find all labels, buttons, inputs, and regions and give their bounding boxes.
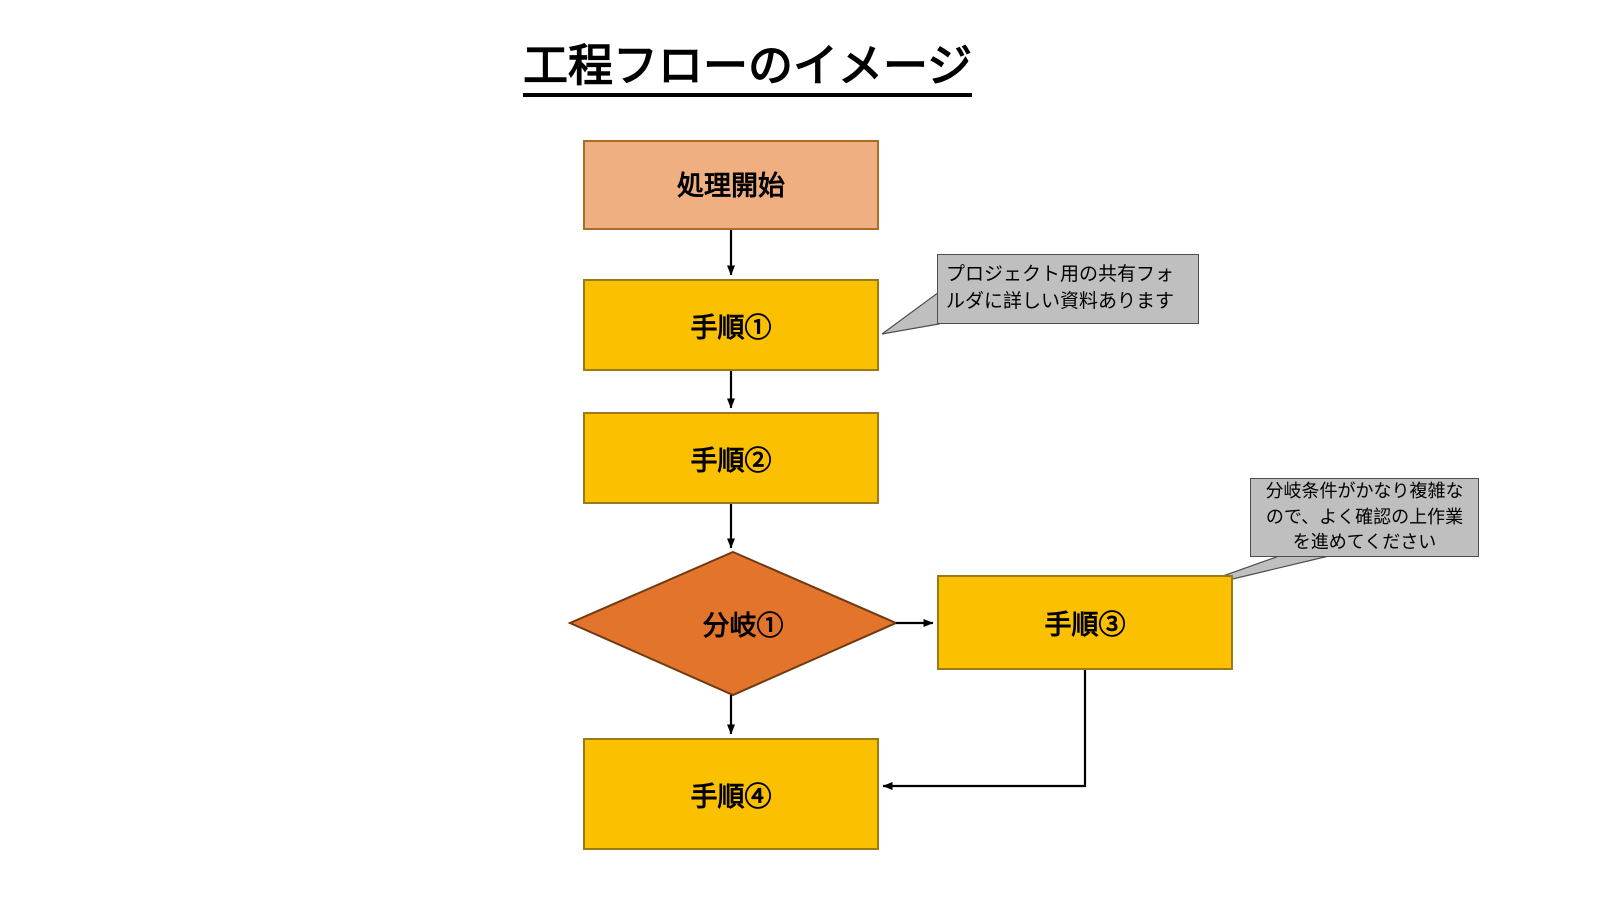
- callout-step1[interactable]: プロジェクト用の共有フォ ルダに詳しい資料あります: [937, 254, 1199, 324]
- flow-node-step3[interactable]: 手順③: [937, 575, 1233, 670]
- callout-step3[interactable]: 分岐条件がかなり複雑な ので、よく確認の上作業 を進めてください: [1250, 478, 1479, 557]
- flow-node-step2[interactable]: 手順②: [583, 412, 879, 504]
- callout-step3-line-3: を進めてください: [1292, 532, 1437, 553]
- flow-node-step3-label: 手順③: [1044, 610, 1126, 640]
- callout-step1-line-1: プロジェクト用の共有フォ: [946, 264, 1175, 286]
- flow-node-step1[interactable]: 手順①: [583, 279, 879, 371]
- page-title: 工程フローのイメージ: [523, 41, 973, 97]
- flow-node-step4[interactable]: 手順④: [583, 738, 879, 850]
- callout-step3-line-2: ので、よく確認の上作業: [1265, 506, 1464, 527]
- callout-step1-line-2: ルダに詳しい資料あります: [946, 291, 1175, 312]
- callout-step3-line-1: 分岐条件がかなり複雑な: [1265, 481, 1464, 502]
- flow-node-decision1[interactable]: 分岐①: [570, 552, 896, 695]
- flow-node-decision1-label: 分岐①: [702, 611, 784, 641]
- callout-step1-tail: [881, 290, 940, 335]
- decision-shape-bunki1: [567, 550, 899, 697]
- flow-node-step1-label: 手順①: [690, 312, 772, 343]
- flow-node-step2-label: 手順②: [690, 445, 772, 476]
- connector-step3-to-step4: [882, 670, 1087, 790]
- flow-node-start-label: 処理開始: [677, 171, 785, 201]
- flow-node-start[interactable]: 処理開始: [583, 140, 879, 230]
- flow-node-step4-label: 手順④: [690, 781, 772, 812]
